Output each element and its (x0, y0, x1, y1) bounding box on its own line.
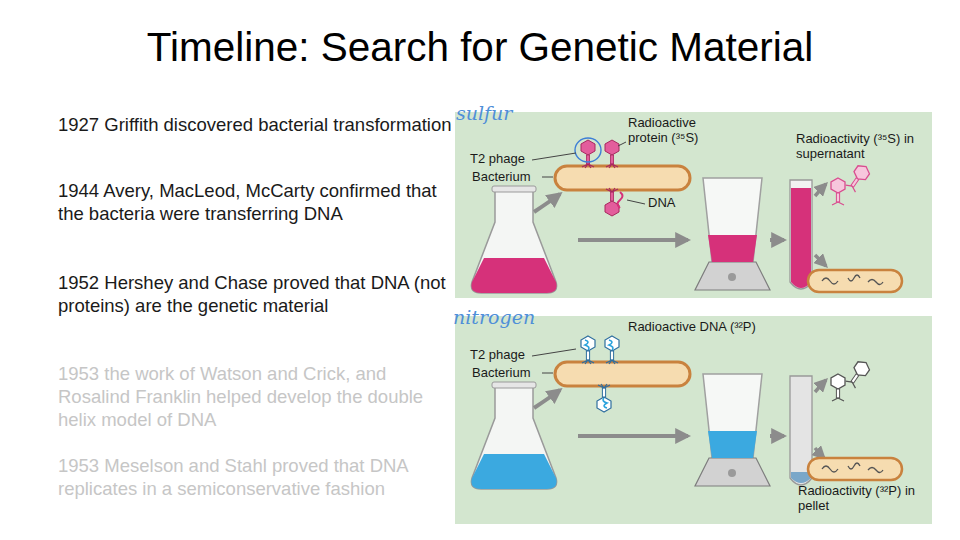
timeline-entry: 1927 Griffith discovered bacterial trans… (58, 114, 453, 137)
part-label: T2 phage (470, 152, 534, 167)
result-label: Radioactivity (³⁵S) in supernatant (796, 132, 926, 162)
panel (455, 316, 932, 524)
handwritten-note: nitrogen (453, 306, 553, 330)
part-label: Radioactive DNA (³²P) (628, 320, 788, 335)
part-label: Bacterium (472, 170, 542, 185)
timeline-entry: 1944 Avery, MacLeod, McCarty confirmed t… (58, 180, 453, 226)
result-label: Radioactivity (³²P) in pellet (798, 484, 926, 514)
part-label: Bacterium (472, 366, 542, 381)
part-label: DNA (648, 196, 688, 211)
timeline-entry: 1953 the work of Watson and Crick, and R… (58, 363, 453, 432)
timeline-entry: 1952 Hershey and Chase proved that DNA (… (58, 272, 453, 318)
handwritten-note: sulfur (456, 102, 536, 126)
part-label: Radioactive protein (³⁵S) (628, 116, 724, 146)
slide-title: Timeline: Search for Genetic Material (0, 24, 960, 71)
panel (455, 112, 932, 298)
part-label: T2 phage (470, 348, 534, 363)
timeline-entry: 1953 Meselson and Stahl proved that DNA … (58, 455, 453, 501)
